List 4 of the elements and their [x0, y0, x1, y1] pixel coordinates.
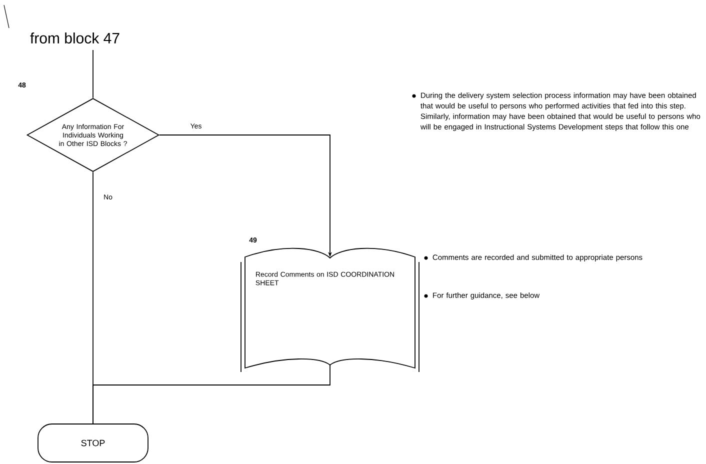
terminal-box: STOP [38, 424, 148, 462]
connector [92, 364, 330, 424]
connector [92, 50, 94, 98]
source-text: from block 47 [30, 32, 120, 44]
